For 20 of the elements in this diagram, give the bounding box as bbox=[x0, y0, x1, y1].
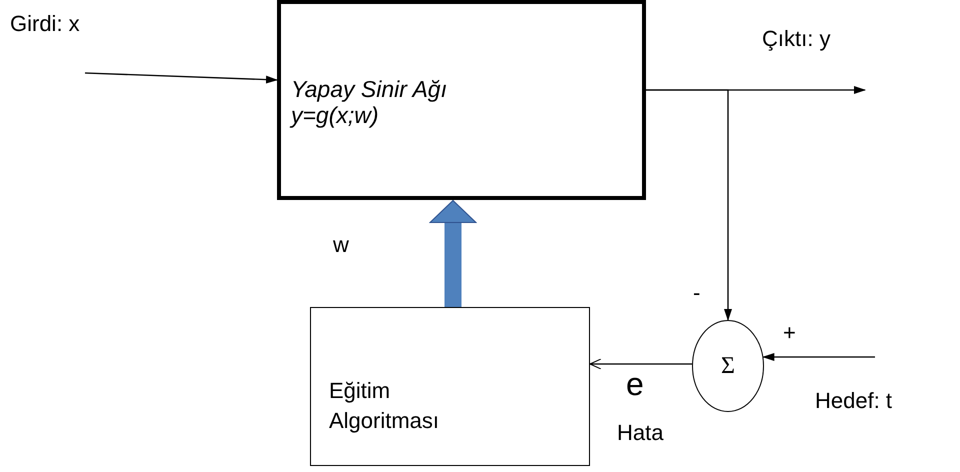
node-text: Σ bbox=[720, 352, 736, 381]
output-label: Çıktı: y bbox=[762, 25, 830, 53]
target-label: Hedef: t bbox=[815, 387, 892, 415]
arrow bbox=[762, 353, 875, 361]
node-text: y=g(x;w) bbox=[291, 102, 379, 128]
node-text: Yapay Sinir Ağı bbox=[291, 76, 447, 102]
process-box bbox=[310, 307, 590, 466]
arrow bbox=[646, 89, 732, 321]
minus-sign: - bbox=[693, 279, 700, 307]
process-box bbox=[277, 0, 646, 200]
plus-sign: + bbox=[783, 319, 796, 347]
error-symbol: e bbox=[626, 366, 644, 402]
arrow bbox=[590, 358, 692, 370]
node-text: Eğitim Algoritması bbox=[329, 377, 440, 435]
weight-label: w bbox=[333, 231, 349, 259]
error-label: Hata bbox=[617, 419, 664, 447]
arrow bbox=[84, 72, 278, 84]
input-label: Girdi: x bbox=[10, 10, 80, 38]
summing-junction bbox=[692, 320, 764, 412]
block-arrow bbox=[430, 200, 476, 307]
